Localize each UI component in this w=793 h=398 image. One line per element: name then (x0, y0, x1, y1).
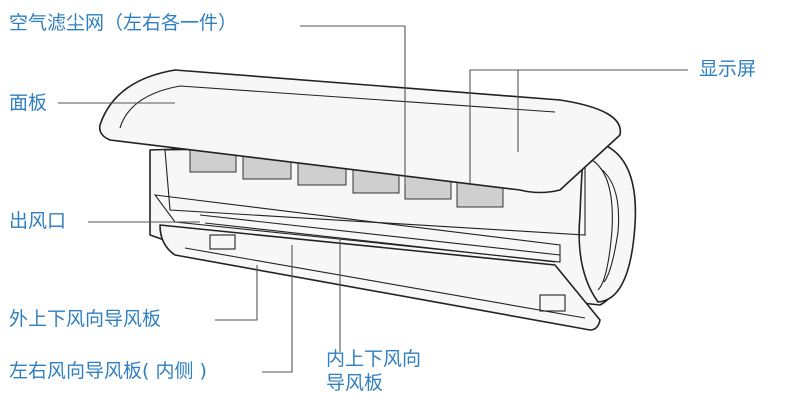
unit-end-cap (578, 139, 637, 303)
air-outlet-opening (153, 194, 561, 263)
air-outlet-label: 出风口 (9, 210, 67, 232)
front-panel (98, 69, 622, 194)
panel-label: 面板 (9, 92, 48, 114)
inner-louver-label-line1: 内上下风向 (326, 348, 422, 370)
inner-louver (199, 214, 561, 256)
air-filter-label: 空气滤尘网（左右各一件） (9, 12, 238, 34)
display-label: 显示屏 (699, 58, 757, 80)
outer-louver (159, 224, 601, 331)
inner-louver-label-line2: 导风板 (326, 372, 384, 394)
outer-louver-label: 外上下风向导风板 (9, 308, 162, 330)
leader-lines (58, 25, 688, 373)
side-louver-label: 左右风向导风板( 内侧 ) (9, 360, 207, 382)
